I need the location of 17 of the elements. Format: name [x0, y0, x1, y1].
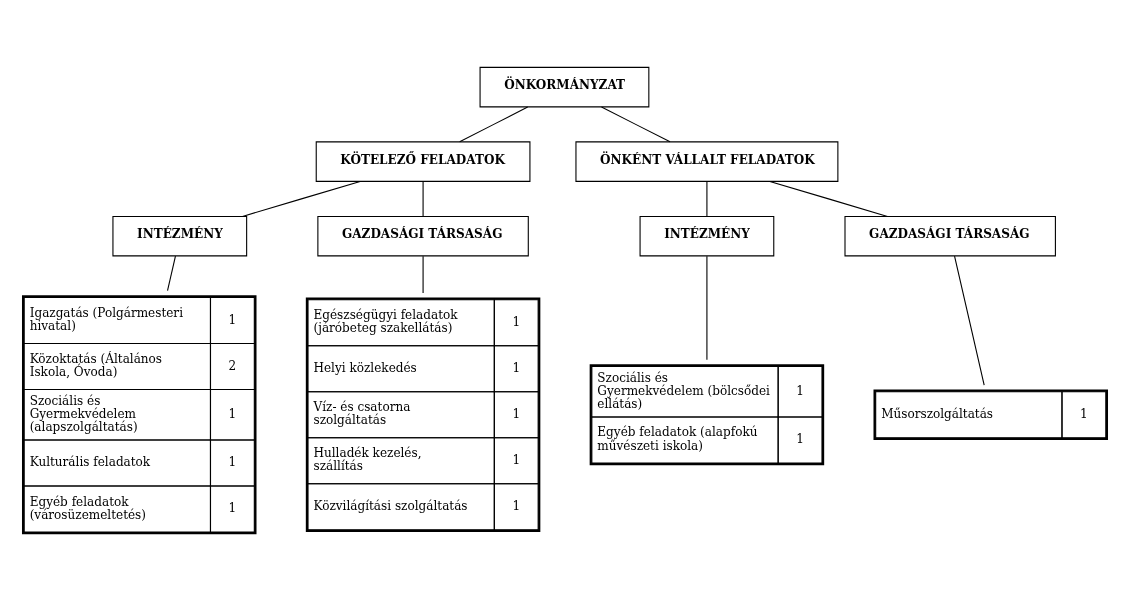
node-box: ÖNKÉNT VÁLLALT FELADATOK: [575, 141, 839, 182]
connector: [167, 255, 176, 292]
node-box: ÖNKORMÁNYZAT: [479, 66, 650, 108]
connector: [769, 180, 889, 217]
connector: [600, 106, 671, 143]
connector: [706, 181, 708, 217]
connector: [422, 255, 424, 294]
node-box: GAZDASÁGI TÁRSASÁG: [317, 215, 529, 257]
node-box: KÖTELEZŐ FELADATOK: [315, 141, 531, 182]
node-box: GAZDASÁGI TÁRSASÁG: [844, 215, 1056, 257]
node-box: INTÉZMÉNY: [112, 215, 248, 257]
connector: [422, 181, 424, 217]
connector: [954, 255, 985, 386]
connector: [459, 106, 529, 143]
node-box: INTÉZMÉNY: [639, 215, 775, 257]
connector: [241, 180, 361, 217]
connector: [706, 255, 708, 361]
